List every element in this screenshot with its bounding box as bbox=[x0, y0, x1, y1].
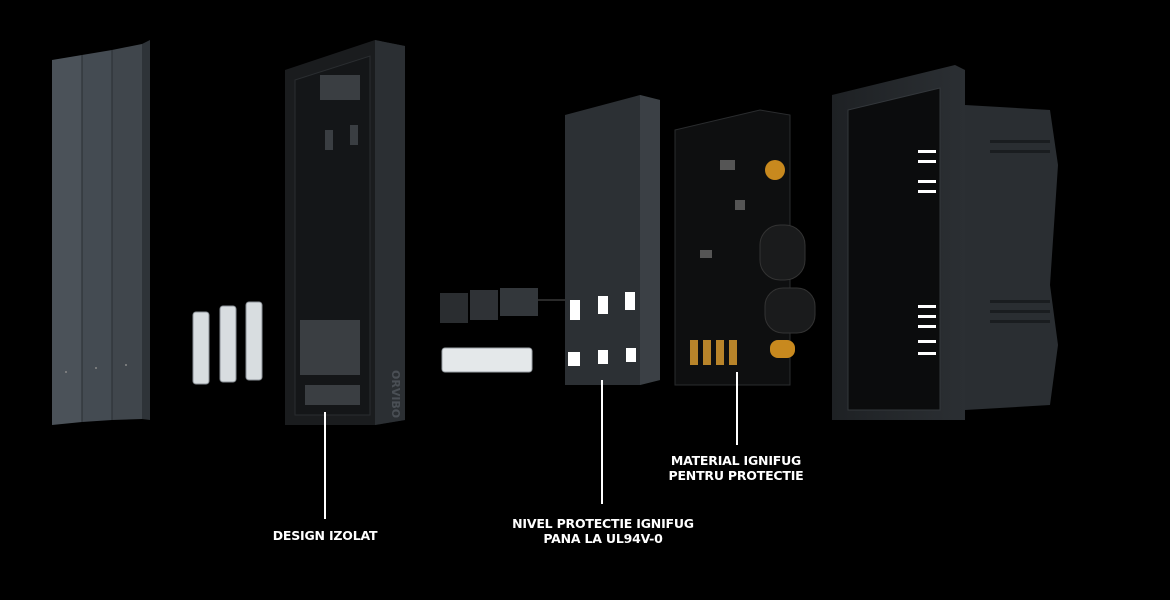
leader-line-material-ignifug bbox=[736, 372, 738, 445]
leader-line-design-izolat bbox=[324, 412, 326, 519]
callout-line: MATERIAL IGNIFUG bbox=[670, 453, 802, 468]
connectors bbox=[440, 288, 565, 373]
leader-line-nivel-protectie bbox=[601, 380, 603, 504]
callout-line: PANA LA UL94V-0 bbox=[543, 531, 663, 546]
insulating-frame: ORVIBO bbox=[285, 40, 405, 425]
flame-retardant-plate bbox=[565, 95, 660, 385]
light-guides bbox=[192, 301, 263, 385]
mounting-box bbox=[832, 65, 1058, 420]
callout-design-izolat: DESIGN IZOLAT bbox=[273, 528, 378, 543]
callout-line: NIVEL PROTECTIE IGNIFUG bbox=[512, 516, 694, 531]
callout-nivel-protectie: NIVEL PROTECTIE IGNIFUG PANA LA UL94V-0 bbox=[512, 516, 694, 546]
callout-line: DESIGN IZOLAT bbox=[272, 528, 378, 543]
orvibo-logo: ORVIBO bbox=[389, 370, 402, 418]
callout-material-ignifug: MATERIAL IGNIFUG PENTRU PROTECTIE bbox=[669, 453, 804, 483]
switch-panel bbox=[52, 40, 150, 425]
callout-line: PENTRU PROTECTIE bbox=[668, 468, 804, 483]
circuit-board bbox=[674, 109, 816, 386]
